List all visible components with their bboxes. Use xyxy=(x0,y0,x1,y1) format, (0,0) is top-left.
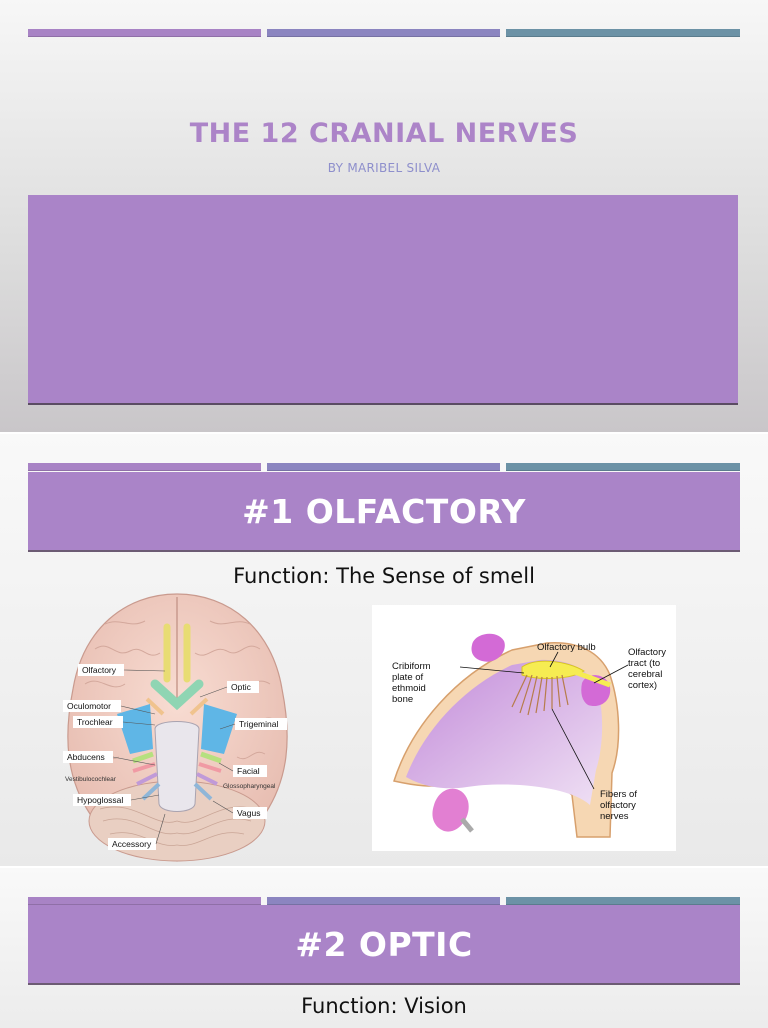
slide-heading: #2 OPTIC xyxy=(295,924,473,964)
function-text: Function: Vision xyxy=(301,994,467,1018)
slide-heading: #1 OLFACTORY xyxy=(242,491,526,531)
label-accessory: Accessory xyxy=(112,839,152,849)
olfactory-slide: #1 OLFACTORY Function: The Sense of smel… xyxy=(0,434,768,866)
slide-heading-banner: #2 OPTIC xyxy=(28,905,740,985)
accent-stripe-violet xyxy=(267,897,500,905)
label-olfactory-tract-3: cerebral xyxy=(628,669,662,680)
label-fibers-2: olfactory xyxy=(600,800,636,811)
label-optic: Optic xyxy=(231,682,252,692)
label-oculomotor: Oculomotor xyxy=(67,701,111,711)
label-vestibulocochlear: Vestibulocochlear xyxy=(65,776,117,783)
label-trochlear: Trochlear xyxy=(77,717,113,727)
label-hypoglossal: Hypoglossal xyxy=(77,795,123,805)
label-trigeminal: Trigeminal xyxy=(239,719,278,729)
olfactory-nasal-diagram: Olfactory bulb Olfactory tract (to cereb… xyxy=(372,605,676,851)
label-olfactory-tract-4: cortex) xyxy=(628,680,657,691)
label-olfactory-bulb: Olfactory bulb xyxy=(537,642,596,653)
accent-stripe-teal xyxy=(506,897,740,905)
function-text: Function: The Sense of smell xyxy=(233,564,535,588)
label-vagus: Vagus xyxy=(237,808,260,818)
accent-stripe-teal xyxy=(506,29,740,37)
label-abducens: Abducens xyxy=(67,752,105,762)
accent-stripe-purple xyxy=(28,897,261,905)
title-content-box xyxy=(28,195,738,405)
accent-stripe-purple xyxy=(28,463,261,471)
label-olfactory-tract-2: tract (to xyxy=(628,658,660,669)
accent-stripe-teal xyxy=(506,463,740,471)
label-fibers-1: Fibers of xyxy=(600,789,637,800)
label-glossopharyngeal: Glossopharyngeal xyxy=(223,783,276,790)
label-fibers-3: nerves xyxy=(600,811,629,822)
presentation-subtitle: BY MARIBEL SILVA xyxy=(327,161,441,175)
accent-stripe-violet xyxy=(267,463,500,471)
brain-cranial-nerves-diagram: Olfactory Optic Oculomotor Trochlear Tri… xyxy=(63,593,288,862)
label-cribriform-4: bone xyxy=(392,694,413,705)
label-olfactory: Olfactory xyxy=(82,665,117,675)
presentation-title: THE 12 CRANIAL NERVES xyxy=(189,118,579,149)
accent-stripes xyxy=(28,897,740,905)
accent-stripe-violet xyxy=(267,29,500,37)
optic-slide: #2 OPTIC Function: Vision xyxy=(0,868,768,1028)
accent-stripes xyxy=(28,463,740,471)
label-cribriform-3: ethmoid xyxy=(392,683,426,694)
label-facial: Facial xyxy=(237,766,260,776)
accent-stripes xyxy=(28,29,740,37)
title-slide: THE 12 CRANIAL NERVES BY MARIBEL SILVA xyxy=(0,0,768,432)
slide-heading-banner: #1 OLFACTORY xyxy=(28,472,740,552)
label-cribriform-1: Cribiform xyxy=(392,661,431,672)
label-olfactory-tract-1: Olfactory xyxy=(628,647,666,658)
label-cribriform-2: plate of xyxy=(392,672,424,683)
accent-stripe-purple xyxy=(28,29,261,37)
